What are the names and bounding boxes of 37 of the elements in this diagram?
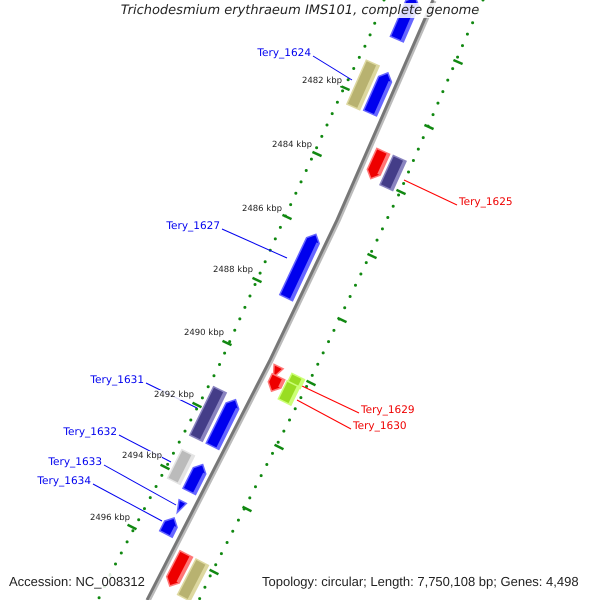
tick-label: 2488 kbp: [212, 265, 253, 276]
genome-info-text: Topology: circular; Length: 7,750,108 bp; Genes: 4,498: [262, 574, 579, 589]
gene-label: Tery_1632: [63, 426, 117, 438]
gene-label: Tery_1634: [37, 475, 91, 487]
gene-label: Tery_1627: [166, 220, 220, 232]
gene-label: Tery_1633: [48, 456, 102, 468]
gene-bar: [182, 464, 207, 496]
tick-label: 2490 kbp: [184, 328, 224, 338]
gene-bar: [205, 398, 240, 450]
leader-line: [296, 400, 352, 430]
leader-line: [312, 56, 352, 80]
leader-line: [404, 180, 458, 206]
tick-label: 2494 kbp: [122, 451, 162, 462]
tick-label: 2492 kbp: [154, 390, 194, 400]
title: Trichodesmium erythraeum IMS101, complete genome: [120, 3, 480, 18]
tick-label: 2496 kbp: [90, 513, 130, 524]
gene-bar: [362, 72, 392, 117]
leader-line: [92, 484, 162, 522]
leader-line: [104, 464, 176, 506]
tick-label: 2482 kbp: [302, 76, 342, 86]
gene-bar: [278, 233, 320, 302]
gene-bar: [176, 498, 188, 514]
tick-label: 2484 kbp: [272, 140, 312, 150]
gene-label: Tery_1630: [353, 420, 407, 432]
leader-line: [302, 386, 360, 414]
accession-text: Accession: NC_008312: [9, 574, 145, 589]
gene-label: Tery_1625: [459, 196, 513, 208]
gene-bar: [268, 372, 286, 392]
gene-bar: [158, 517, 178, 538]
leader-line: [222, 228, 288, 258]
tick-label: 2486 kbp: [242, 204, 282, 214]
gene-bar: [176, 558, 210, 600]
gene-bar: [277, 380, 301, 406]
gene-label: Tery_1631: [90, 374, 144, 386]
gene-bar: [379, 154, 407, 192]
gene-label: Tery_1624: [257, 47, 311, 59]
gene-label: Tery_1629: [361, 404, 415, 416]
